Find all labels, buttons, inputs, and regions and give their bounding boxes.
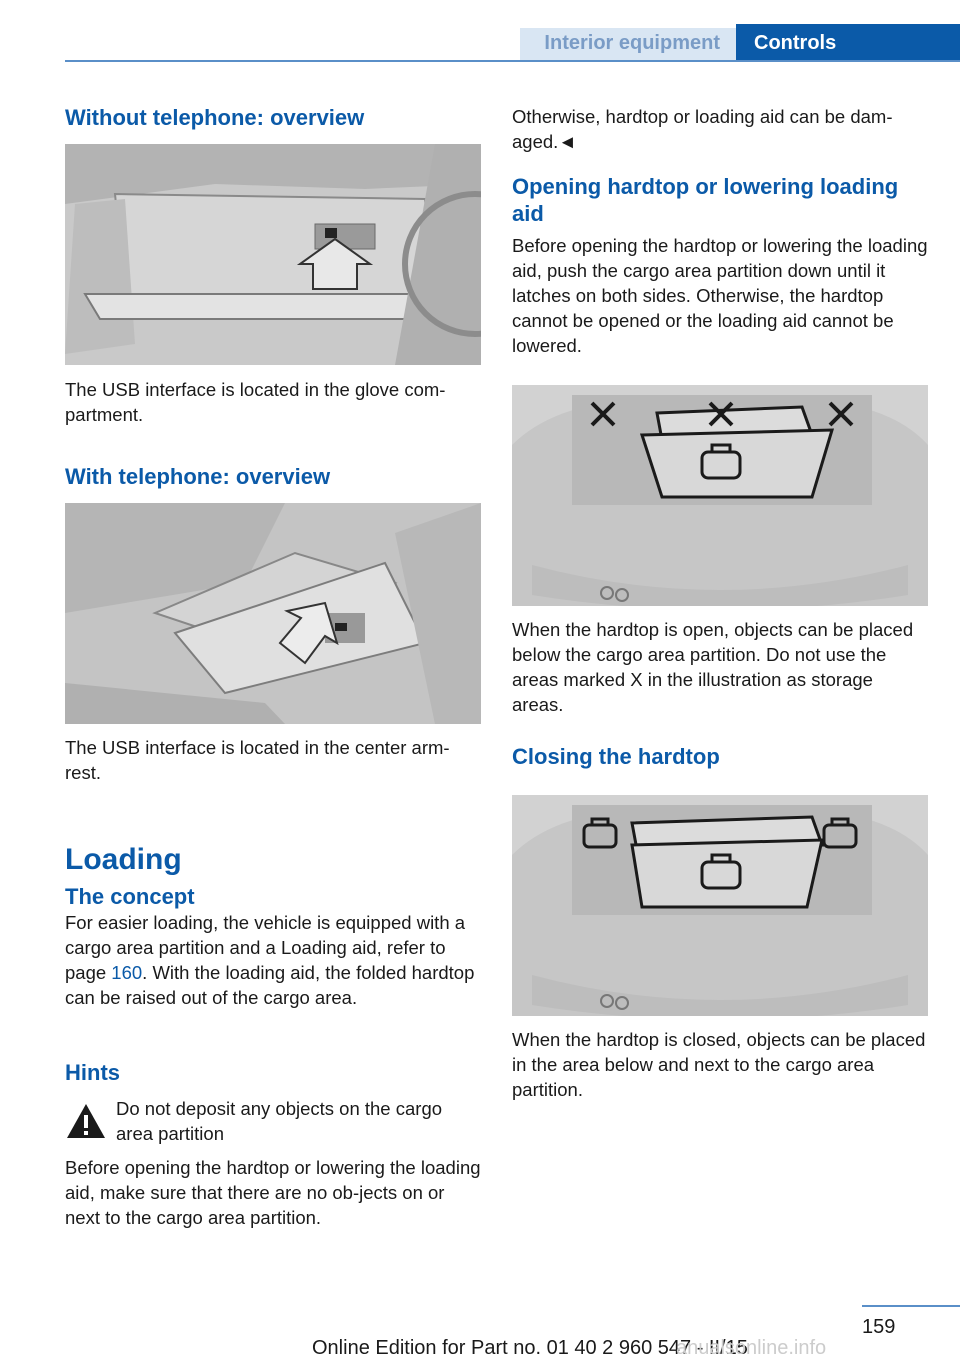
text-opening: Before opening the hardtop or lowering t… bbox=[512, 235, 928, 356]
page-number-rule bbox=[862, 1305, 960, 1307]
text-usb-glove: The USB interface is located in the glov… bbox=[65, 379, 446, 425]
figure-hardtop-open bbox=[512, 385, 928, 606]
heading-the-concept: The concept bbox=[65, 884, 195, 909]
text-otherwise-damaged: Otherwise, hardtop or loading aid can be… bbox=[512, 106, 893, 152]
text-concept-part2: . With the loading aid, the folded hardt… bbox=[65, 962, 475, 1008]
pointer-arrow-icon bbox=[296, 237, 374, 290]
text-hints: Before opening the hardtop or lowering t… bbox=[65, 1157, 481, 1228]
header-section-label: Interior equipment bbox=[544, 32, 720, 54]
heading-loading: Loading bbox=[65, 843, 182, 876]
figure-hardtop-closed bbox=[512, 795, 928, 1016]
header-tab-label: Controls bbox=[754, 32, 837, 54]
warning-triangle-icon bbox=[67, 1104, 105, 1138]
page-number: 159 bbox=[862, 1316, 896, 1338]
right-para-block-1: Otherwise, hardtop or loading aid can be… bbox=[512, 104, 928, 358]
heading-hints: Hints bbox=[65, 1060, 120, 1085]
header-tab-controls[interactable]: Controls bbox=[736, 24, 960, 62]
heading-opening-hardtop: Opening hardtop or lowering loading aid bbox=[512, 174, 899, 226]
text-hardtop-closed: When the hardtop is closed, objects can … bbox=[512, 1029, 926, 1100]
figure-glove-compartment bbox=[65, 144, 481, 365]
left-loading-block: Loading The concept For easier loading, … bbox=[65, 843, 481, 1010]
figure-center-armrest bbox=[65, 503, 481, 724]
text-usb-armrest: The USB interface is located in the cent… bbox=[65, 737, 450, 783]
right-para-block-2: When the hardtop is open, objects can be… bbox=[512, 617, 928, 770]
left-para-block-1: The USB interface is located in the glov… bbox=[65, 377, 481, 427]
header-section: Interior equipment bbox=[520, 28, 736, 60]
pointer-arrow-icon bbox=[278, 601, 339, 665]
heading-closing-hardtop: Closing the hardtop bbox=[512, 744, 720, 769]
left-heading-block-2: With telephone: overview bbox=[65, 463, 481, 490]
left-para-block-3: Before opening the hardtop or lowering t… bbox=[65, 1155, 481, 1230]
left-para-block-2: The USB interface is located in the cent… bbox=[65, 735, 481, 785]
footer-edition: Online Edition for Part no. 01 40 2 960 … bbox=[312, 1337, 748, 1359]
watermark: anualsonline.info bbox=[676, 1337, 827, 1359]
text-concept: For easier loading, the vehicle is equip… bbox=[65, 910, 481, 1010]
link-page-160[interactable]: 160 bbox=[111, 962, 143, 983]
header-rule bbox=[65, 60, 960, 62]
warning-title: Do not deposit any objects on the cargo … bbox=[116, 1098, 443, 1144]
left-hints-block: Hints bbox=[65, 1059, 481, 1086]
heading-without-telephone: Without telephone: overview bbox=[65, 105, 365, 130]
left-column: Without telephone: overview bbox=[65, 104, 481, 131]
heading-with-telephone: With telephone: overview bbox=[65, 464, 331, 489]
text-hardtop-open: When the hardtop is open, objects can be… bbox=[512, 619, 914, 715]
text-concept-part1: For easier loading, the vehicle is equip… bbox=[65, 912, 466, 983]
right-para-block-3: When the hardtop is closed, objects can … bbox=[512, 1027, 928, 1102]
warning-block: Do not deposit any objects on the cargo … bbox=[65, 1096, 481, 1148]
